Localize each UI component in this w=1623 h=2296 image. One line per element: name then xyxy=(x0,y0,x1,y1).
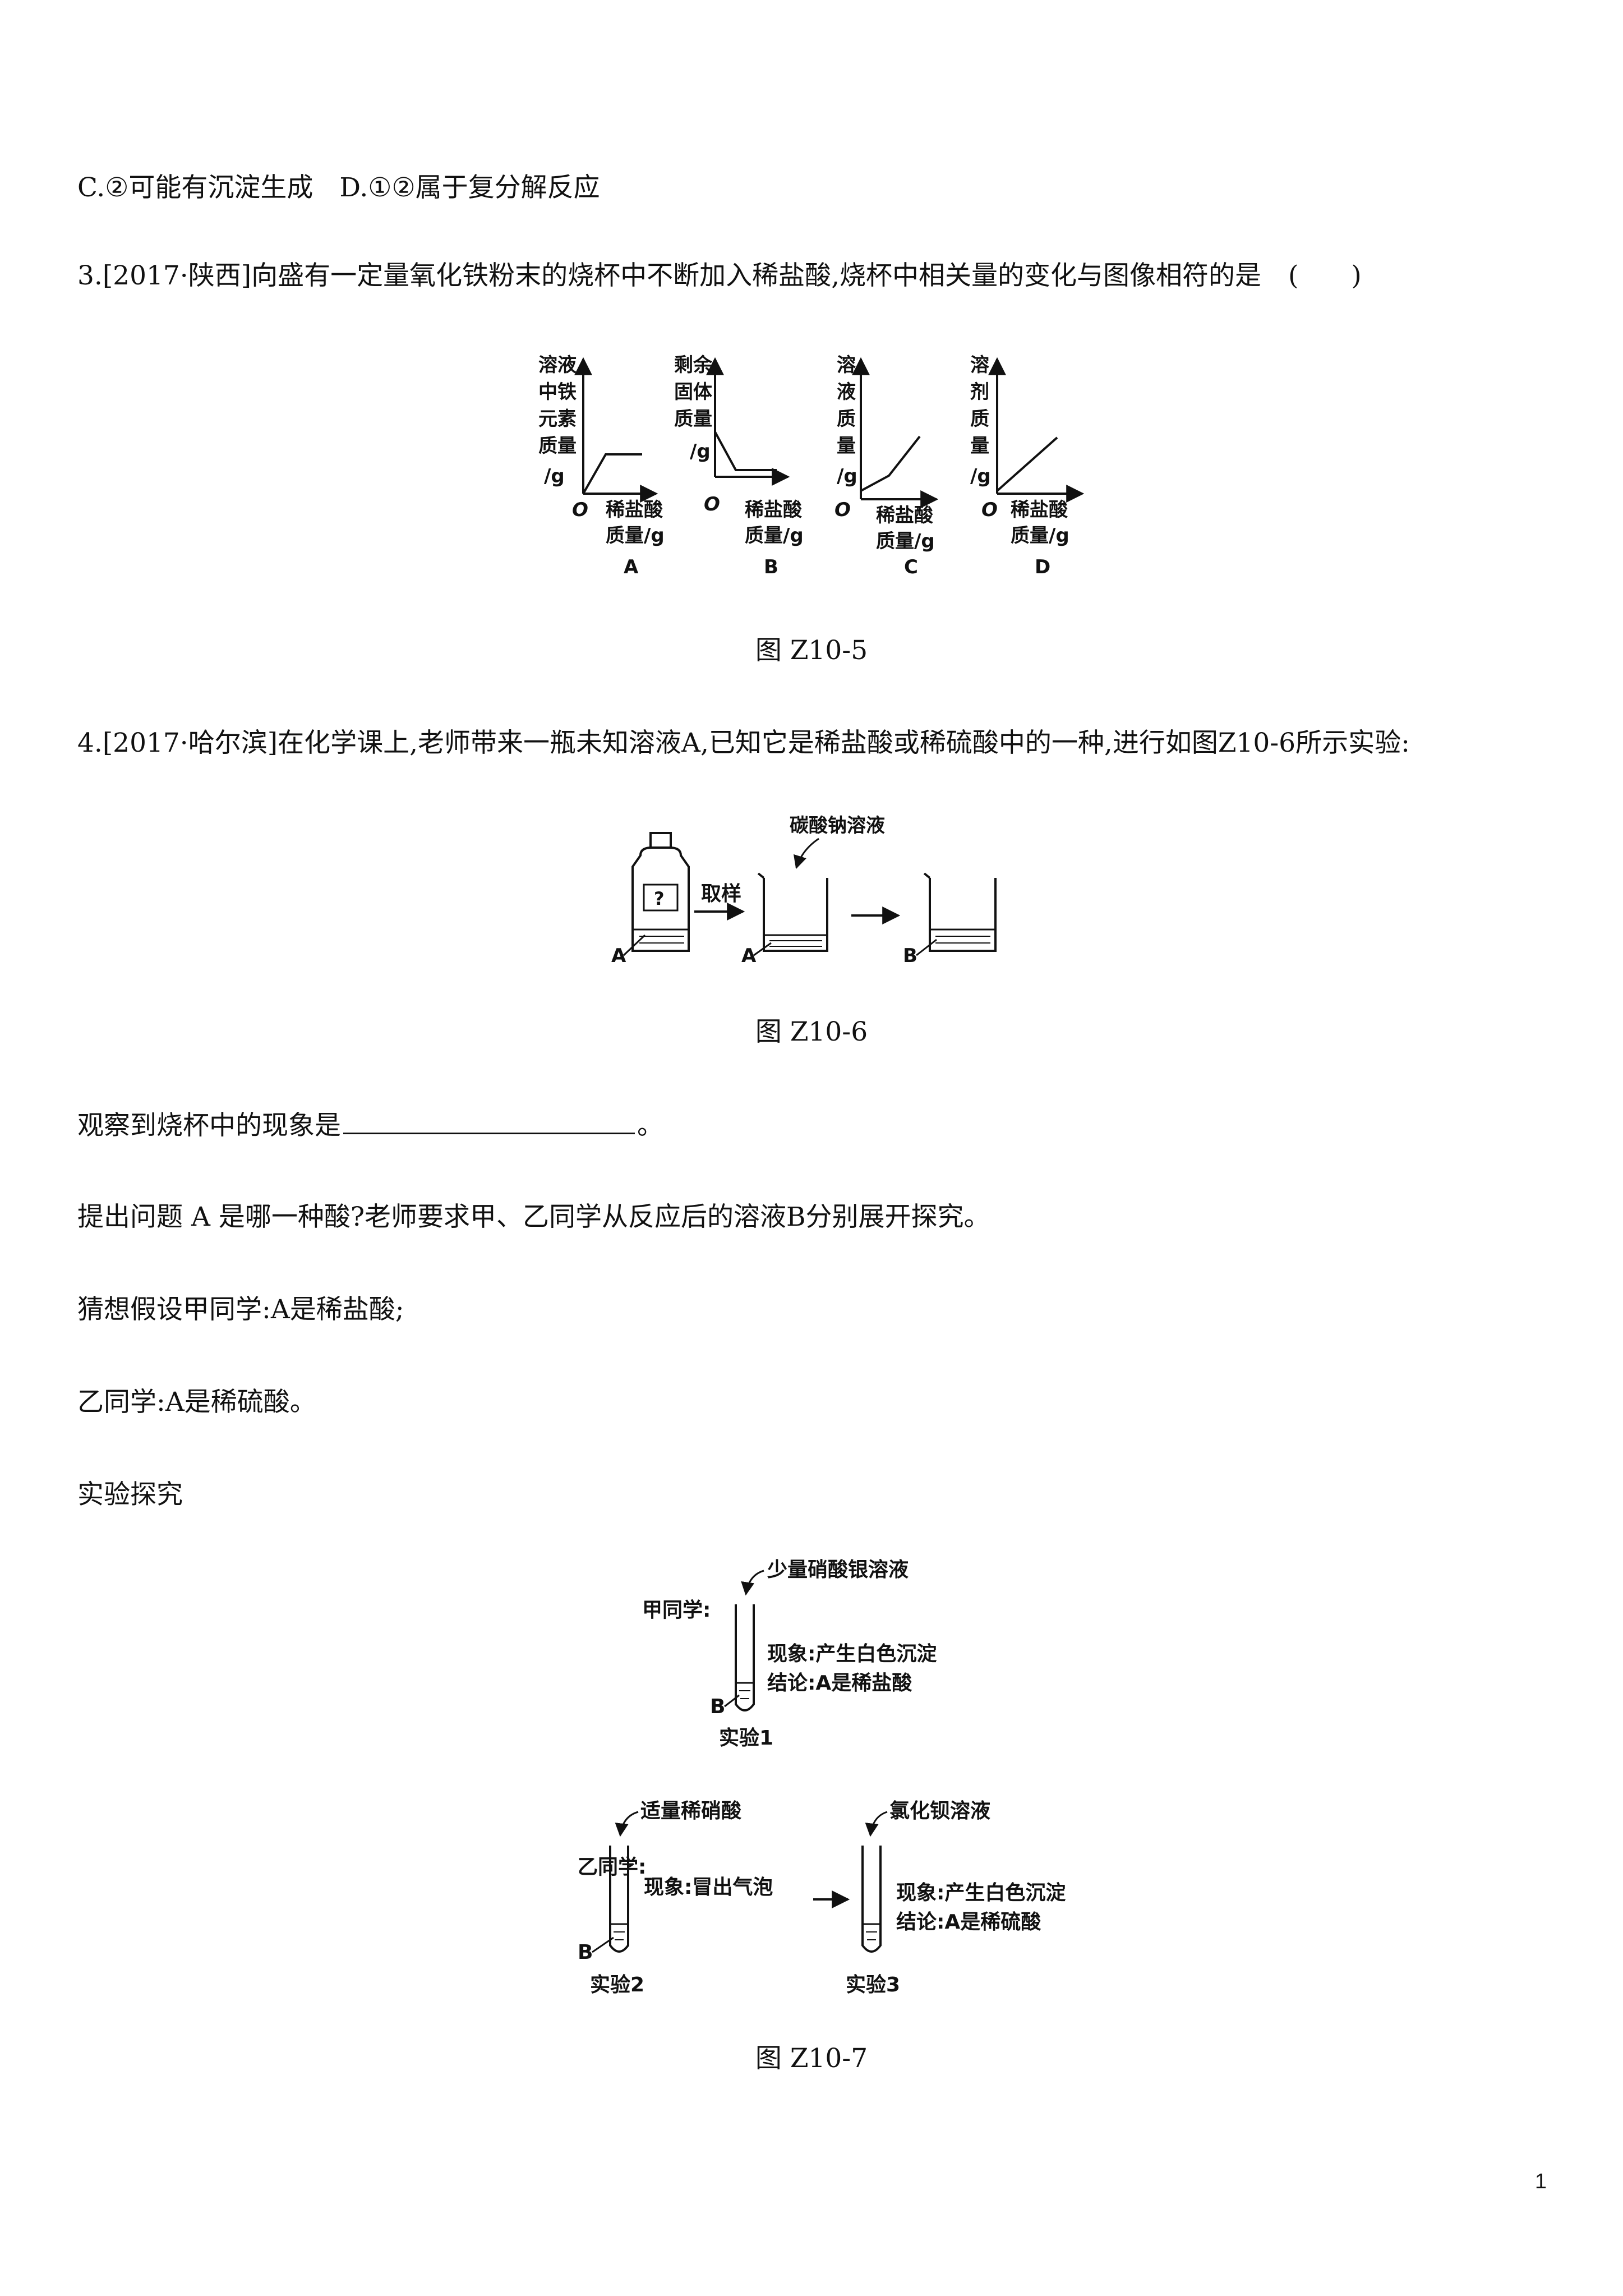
beaker-icon xyxy=(757,872,828,952)
label-sample: 取样 xyxy=(701,882,741,905)
hypothesis-jia: 猜想假设甲同学:A是稀盐酸; xyxy=(77,1294,404,1325)
observation-end: 。 xyxy=(637,1110,663,1141)
label-experiment-1: 实验1 xyxy=(719,1727,773,1750)
label-a-bottle: A xyxy=(611,945,626,967)
label-experiment-3: 实验3 xyxy=(846,1973,900,1996)
graph-d-curve xyxy=(996,436,1058,492)
reagent-bottle-icon: ? xyxy=(631,832,690,952)
graph-d-xlabel-2: 质量/g xyxy=(1011,524,1069,547)
question-4: 4.[2017·哈尔滨]在化学课上,老师带来一瓶未知溶液A,已知它是稀盐酸或稀硫… xyxy=(77,728,1410,758)
graph-d-ylabel-4: 量 xyxy=(970,435,989,457)
label-a-beaker: A xyxy=(741,945,757,967)
observation-text: 观察到烧杯中的现象是 xyxy=(77,1110,341,1141)
graph-a-ylabel-4: 质量 xyxy=(538,435,577,457)
graph-b: 剩余 固体 质量 /g O 稀盐酸 质量/g B xyxy=(674,354,804,578)
label-barium-chloride: 氯化钡溶液 xyxy=(889,1800,990,1823)
graph-b-ylabel-4: /g xyxy=(690,440,711,463)
conclusion-1: 结论:A是稀盐酸 xyxy=(767,1672,912,1695)
graph-c-ylabel-2: 液 xyxy=(837,381,856,403)
experiment-heading: 实验探究 xyxy=(77,1479,183,1510)
graph-b-ylabel-2: 固体 xyxy=(674,381,712,403)
hypothesis-yi: 乙同学:A是稀硫酸。 xyxy=(77,1387,316,1418)
observation-line: 观察到烧杯中的现象是 。 xyxy=(77,1108,663,1143)
figure-z10-7: 甲同学: 少量硝酸银溶液 B 现象:产生白色沉淀 结论:A是稀盐酸 实验1 乙同… xyxy=(578,1558,1066,1996)
test-tube-icon xyxy=(861,1846,882,1953)
caption-z10-6: 图 Z10-6 xyxy=(755,1016,868,1047)
graph-b-xlabel-1: 稀盐酸 xyxy=(745,499,803,521)
beaker-icon xyxy=(923,872,997,952)
graph-b-curve xyxy=(714,431,777,471)
label-silver-nitrate: 少量硝酸银溶液 xyxy=(767,1558,909,1581)
label-jia: 甲同学: xyxy=(642,1598,711,1622)
graph-a-ylabel-1: 溶液 xyxy=(538,354,577,376)
graph-a-origin: O xyxy=(572,499,588,521)
graph-a-xlabel-1: 稀盐酸 xyxy=(606,499,663,521)
graph-a-ylabel-5: /g xyxy=(544,465,565,487)
graph-c-ylabel-5: /g xyxy=(837,465,857,487)
figure-z10-6: ? A 取样 碳酸钠溶液 A B xyxy=(611,815,997,967)
graph-a: 溶液 中铁 元素 质量 /g O 稀盐酸 质量/g A xyxy=(538,354,665,578)
graph-b-origin: O xyxy=(704,493,720,516)
caption-z10-5: 图 Z10-5 xyxy=(755,635,868,666)
graph-b-letter: B xyxy=(764,556,778,578)
label-b-beaker: B xyxy=(903,945,917,967)
page-number: 1 xyxy=(1534,2170,1547,2193)
graph-d-ylabel-3: 质 xyxy=(970,408,989,430)
question-3: 3.[2017·陕西]向盛有一定量氧化铁粉末的烧杯中不断加入稀盐酸,烧杯中相关量… xyxy=(77,259,1362,293)
graph-b-xlabel-2: 质量/g xyxy=(745,524,804,547)
problem-line: 提出问题 A 是哪一种酸?老师要求甲、乙同学从反应后的溶液B分别展开探究。 xyxy=(77,1202,990,1232)
graph-a-ylabel-2: 中铁 xyxy=(538,381,577,403)
graph-d-letter: D xyxy=(1035,556,1050,578)
label-yi: 乙同学: xyxy=(578,1855,646,1879)
label-dilute-nitric: 适量稀硝酸 xyxy=(640,1800,741,1823)
caption-z10-7: 图 Z10-7 xyxy=(755,2043,868,2074)
phenomenon-2: 现象:冒出气泡 xyxy=(644,1876,773,1899)
bottle-question-mark: ? xyxy=(654,888,665,909)
graph-c-letter: C xyxy=(904,556,918,578)
label-experiment-2: 实验2 xyxy=(590,1973,644,1996)
graph-b-ylabel-3: 质量 xyxy=(674,408,712,430)
graph-d-origin: O xyxy=(981,499,998,521)
graph-d-xlabel-1: 稀盐酸 xyxy=(1011,499,1068,521)
label-b-tube1: B xyxy=(710,1695,725,1718)
answer-paren: ( ) xyxy=(1288,260,1362,291)
graph-a-curve xyxy=(582,453,642,494)
graph-c-xlabel-2: 质量/g xyxy=(876,530,935,553)
graph-d-ylabel-2: 剂 xyxy=(970,381,989,403)
graph-a-letter: A xyxy=(624,556,639,578)
graph-d: 溶 剂 质 量 /g O 稀盐酸 质量/g D xyxy=(970,354,1085,578)
label-b-tube2: B xyxy=(578,1941,593,1964)
graph-d-ylabel-5: /g xyxy=(970,465,991,487)
phenomenon-1: 现象:产生白色沉淀 xyxy=(767,1642,937,1665)
graph-c: 溶 液 质 量 /g O 稀盐酸 质量/g C xyxy=(834,354,939,578)
answer-blank[interactable] xyxy=(343,1108,635,1134)
graph-c-ylabel-3: 质 xyxy=(837,408,856,430)
graph-b-ylabel-1: 剩余 xyxy=(674,354,713,376)
phenomenon-3: 现象:产生白色沉淀 xyxy=(896,1881,1066,1904)
graph-c-origin: O xyxy=(834,499,851,521)
test-tube-icon xyxy=(609,1846,629,1953)
graph-a-xlabel-2: 质量/g xyxy=(606,524,665,547)
conclusion-3: 结论:A是稀硫酸 xyxy=(896,1911,1041,1934)
graph-c-curve xyxy=(860,435,921,492)
label-sodium-carbonate: 碳酸钠溶液 xyxy=(790,815,885,837)
question-3-text: 3.[2017·陕西]向盛有一定量氧化铁粉末的烧杯中不断加入稀盐酸,烧杯中相关量… xyxy=(77,260,1262,291)
graph-d-ylabel-1: 溶 xyxy=(970,354,989,376)
option-line-cd: C.②可能有沉淀生成 D.①②属于复分解反应 xyxy=(77,172,600,203)
graph-a-ylabel-3: 元素 xyxy=(538,408,577,430)
graph-c-ylabel-4: 量 xyxy=(837,435,856,457)
graph-c-xlabel-1: 稀盐酸 xyxy=(876,504,934,527)
figure-z10-5: 溶液 中铁 元素 质量 /g O 稀盐酸 质量/g A 剩余 固体 质量 /g … xyxy=(538,354,1085,578)
test-tube-icon xyxy=(735,1604,755,1711)
graph-c-ylabel-1: 溶 xyxy=(837,354,856,376)
